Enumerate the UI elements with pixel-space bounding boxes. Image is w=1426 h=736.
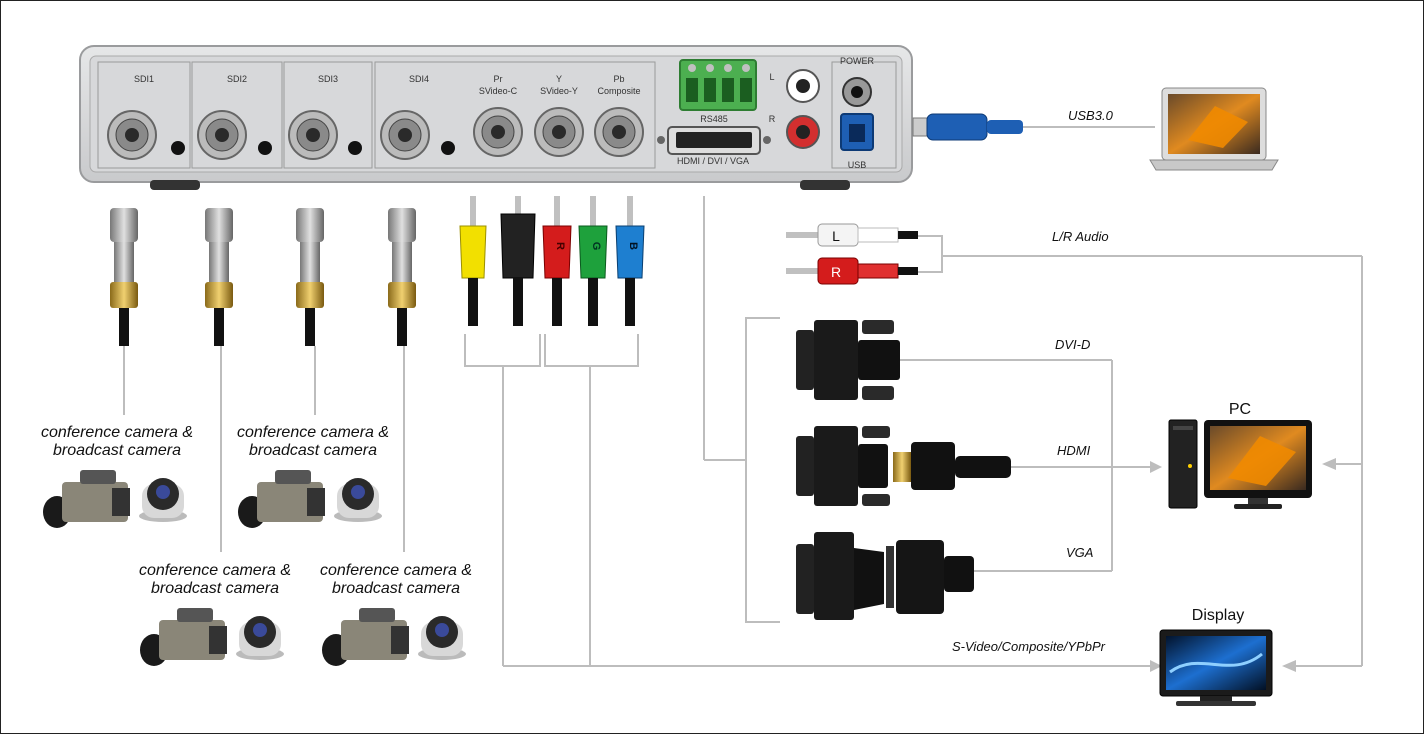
audio-plug-label-l: L bbox=[832, 228, 840, 244]
cable-label-audio: L/R Audio bbox=[1052, 229, 1109, 244]
rca-label-g: G bbox=[590, 242, 602, 251]
usb-cable bbox=[912, 113, 1155, 141]
bnc-cable-4 bbox=[388, 208, 416, 552]
bnc-cable-3 bbox=[296, 208, 324, 415]
usb-b-port bbox=[840, 113, 874, 151]
port-label-sdi4: SDI4 bbox=[409, 74, 429, 84]
camera-label-1-line2: broadcast camera bbox=[53, 442, 181, 459]
port-label-audio-r: R bbox=[769, 114, 776, 124]
bnc-jack-sdi1 bbox=[107, 110, 185, 160]
audio-plug-r bbox=[786, 257, 918, 285]
cable-label-svideo: S-Video/Composite/YPbPr bbox=[952, 639, 1106, 654]
port-label-sdi1: SDI1 bbox=[134, 74, 154, 84]
rca-label-r: R bbox=[554, 242, 566, 250]
rca-plug-black bbox=[500, 196, 536, 326]
audio-jack-l bbox=[786, 69, 820, 103]
bnc-jack-pr bbox=[473, 107, 523, 157]
port-label-sdi2: SDI2 bbox=[227, 74, 247, 84]
rca-plug-yellow bbox=[459, 196, 487, 326]
cable-label-usb: USB3.0 bbox=[1068, 108, 1114, 123]
port-label-svideo-c: SVideo-C bbox=[479, 86, 518, 96]
ptz-camera-icon bbox=[418, 616, 466, 660]
bnc-jack-sdi2 bbox=[197, 110, 272, 160]
port-label-usb: USB bbox=[848, 160, 867, 170]
ptz-camera-icon bbox=[139, 478, 187, 522]
bnc-jack-pb bbox=[594, 107, 644, 157]
device-label-pc: PC bbox=[1229, 401, 1251, 418]
audio-plug-l bbox=[786, 223, 918, 247]
rca-label-b: B bbox=[627, 242, 639, 250]
display-icon bbox=[1159, 629, 1273, 706]
device-label-display: Display bbox=[1192, 607, 1244, 624]
camera-label-1-line1: conference camera & bbox=[41, 424, 193, 441]
audio-plug-label-r: R bbox=[831, 264, 841, 280]
dvi-branch-wiring bbox=[703, 196, 780, 623]
camera-label-2-line2: broadcast camera bbox=[249, 442, 377, 459]
ptz-camera-icon bbox=[236, 616, 284, 660]
port-label-audio-l: L bbox=[769, 72, 774, 82]
port-label-composite: Composite bbox=[597, 86, 640, 96]
port-label-y: Y bbox=[556, 74, 562, 84]
rca-plug-green bbox=[578, 196, 608, 326]
cable-label-dvi: DVI-D bbox=[1055, 337, 1090, 352]
rca-wiring bbox=[464, 334, 1162, 672]
bnc-jack-sdi4 bbox=[380, 110, 455, 160]
port-label-sdi3: SDI3 bbox=[318, 74, 338, 84]
broadcast-camera-icon bbox=[238, 470, 325, 528]
dvi-to-hdmi-adapter bbox=[796, 426, 1162, 506]
camera-label-4-line1: conference camera & bbox=[320, 562, 472, 579]
port-label-pr: Pr bbox=[494, 74, 503, 84]
broadcast-camera-icon bbox=[140, 608, 227, 666]
audio-jack-r bbox=[786, 115, 820, 149]
broadcast-camera-icon bbox=[43, 470, 130, 528]
bnc-jack-y bbox=[534, 107, 584, 157]
port-label-svideo-y: SVideo-Y bbox=[540, 86, 578, 96]
broadcast-camera-icon bbox=[322, 608, 409, 666]
rca-plug-blue bbox=[615, 196, 645, 326]
port-label-pb: Pb bbox=[613, 74, 624, 84]
bnc-cable-1 bbox=[110, 208, 138, 415]
camera-label-3-line2: broadcast camera bbox=[151, 580, 279, 597]
cable-label-hdmi: HDMI bbox=[1057, 443, 1091, 458]
port-label-power: POWER bbox=[840, 56, 875, 66]
rca-plug-red bbox=[542, 196, 572, 326]
bnc-jack-sdi3 bbox=[288, 110, 362, 160]
dvi-d-connector bbox=[796, 320, 1112, 400]
dvi-port bbox=[657, 126, 771, 155]
bnc-cable-2 bbox=[205, 208, 233, 552]
dvi-to-vga-adapter bbox=[796, 360, 1113, 620]
camera-label-4-line2: broadcast camera bbox=[332, 580, 460, 597]
laptop-icon bbox=[1149, 87, 1279, 171]
camera-label-3-line1: conference camera & bbox=[139, 562, 291, 579]
camera-label-2-line1: conference camera & bbox=[237, 424, 389, 441]
ptz-camera-icon bbox=[334, 478, 382, 522]
rs485-terminal-block bbox=[679, 59, 757, 111]
cable-label-vga: VGA bbox=[1066, 545, 1093, 560]
power-jack bbox=[842, 77, 872, 107]
pc-icon bbox=[1168, 419, 1312, 509]
port-label-rs485: RS485 bbox=[700, 114, 728, 124]
port-label-hdmi-dvi-vga: HDMI / DVI / VGA bbox=[677, 156, 749, 166]
audio-wiring bbox=[918, 235, 1363, 672]
